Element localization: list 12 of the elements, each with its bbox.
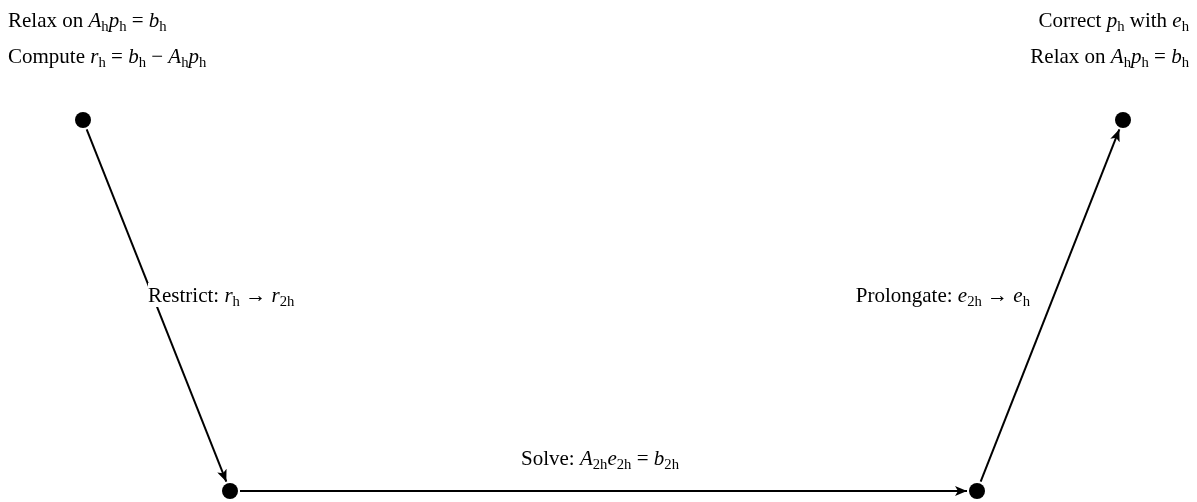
step-note: Relax on A$_{h}$p$_{h}$ = b$_{h}$ bbox=[1030, 44, 1189, 68]
arrow bbox=[239, 486, 968, 496]
step-note: Compute r$_{h}$ = b$_{h}$ − A$_{h}$p$_{h}$ bbox=[8, 44, 207, 68]
dot bbox=[969, 483, 985, 499]
arrow bbox=[85, 128, 228, 483]
step-note: Correct p$_{h}$ with e$_{h}$ bbox=[1038, 8, 1189, 32]
arrow bbox=[979, 128, 1121, 483]
dot bbox=[222, 483, 238, 499]
dot bbox=[1115, 112, 1131, 128]
step-note: Relax on A$_{h}$p$_{h}$ = b$_{h}$ bbox=[8, 8, 167, 32]
edge-label: Restrict: r$_{h}$ → r$_{2h}$ bbox=[148, 283, 295, 307]
dot bbox=[75, 112, 91, 128]
